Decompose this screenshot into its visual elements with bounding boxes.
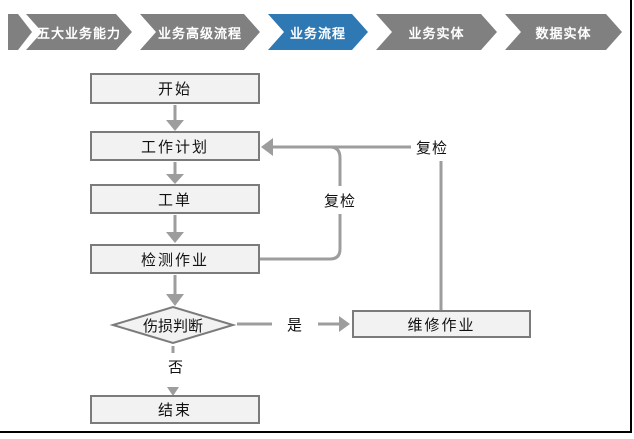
node-inspection-job: 检测作业 [90,244,260,274]
node-work-order: 工单 [90,184,260,214]
node-label: 开始 [157,81,192,98]
edge-label-recheck-outer: 复检 [411,133,453,161]
node-label: 结束 [157,402,192,419]
node-label: 维修作业 [407,316,476,334]
tab-label: 五大业务能力 [36,25,121,41]
tab-data-entity[interactable]: 数据实体 [505,14,622,50]
arrowhead-down-inspect [166,232,184,243]
edge-label-recheck-inner: 复检 [319,186,361,214]
node-start: 开始 [90,73,260,104]
edge-label-text: 否 [167,358,184,376]
decision-diamond-shape [109,305,237,345]
arrowhead-left-plan [261,138,273,156]
tab-label: 数据实体 [535,25,592,41]
edge-label-text: 复检 [415,139,448,157]
arrowhead-down-order [166,174,184,184]
node-label: 工作计划 [140,138,209,156]
tab-five-business-capabilities[interactable]: 五大业务能力 [26,14,132,50]
node-label: 检测作业 [140,251,209,269]
frame-right-border [630,0,632,433]
arrowhead-down-judge [166,294,184,306]
arrowhead-right-repair [339,316,350,332]
node-work-plan: 工作计划 [90,131,260,161]
node-repair-job: 维修作业 [352,310,531,338]
edge-label-yes: 是 [282,311,308,337]
node-damage-decision: 伤损判断 [121,312,225,338]
node-label: 工单 [157,191,192,209]
frame-bottom-border [0,431,632,433]
arrowhead-down-plan [166,120,184,131]
loop-repair-recheck-to-plan [273,145,443,310]
tab-label: 业务实体 [408,25,465,41]
edge-label-text: 是 [286,316,303,334]
tab-label: 业务高级流程 [157,25,242,41]
arrowhead-down-end [167,387,179,396]
tab-label: 业务流程 [289,25,346,41]
tab-business-highlevel-process[interactable]: 业务高级流程 [140,14,260,50]
edge-label-text: 复检 [323,192,356,210]
node-label: 伤损判断 [142,317,203,335]
edge-label-no: 否 [163,353,189,379]
node-end: 结束 [90,395,260,424]
tab-business-process-active[interactable]: 业务流程 [268,14,368,50]
tab-business-entity[interactable]: 业务实体 [376,14,497,50]
